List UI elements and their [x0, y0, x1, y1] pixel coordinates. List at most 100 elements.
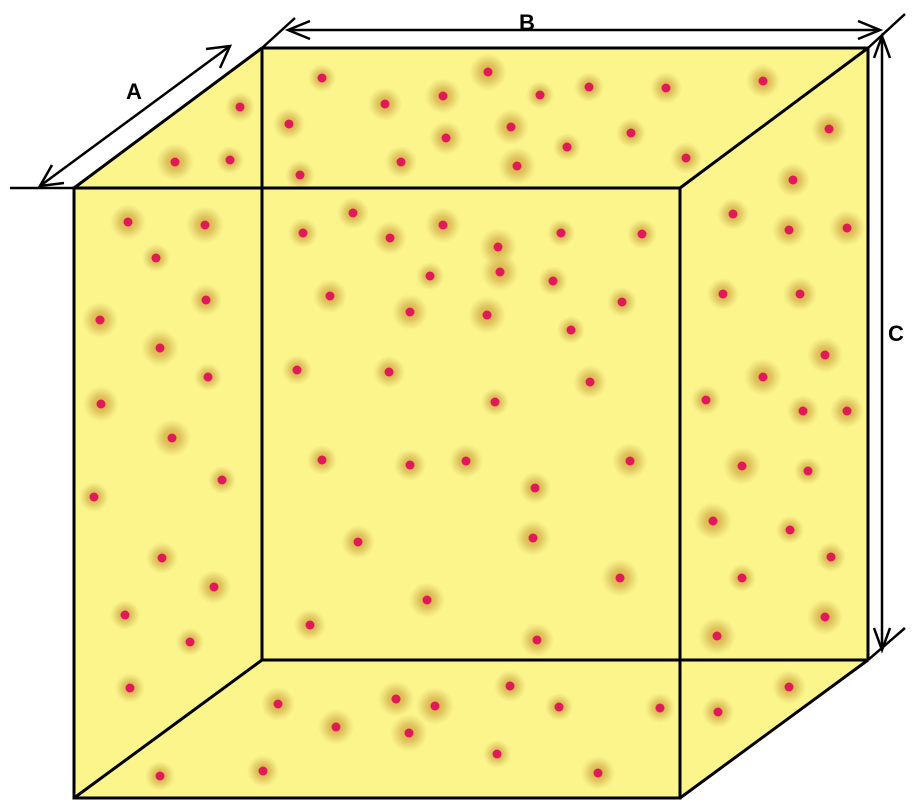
particle — [429, 121, 463, 155]
particle — [368, 87, 402, 121]
particle-core — [156, 772, 165, 781]
particle — [829, 210, 865, 246]
particle-core — [738, 574, 747, 583]
particle-core — [186, 638, 195, 647]
particle-core — [423, 596, 432, 605]
particle — [142, 244, 170, 272]
particle-core — [533, 636, 542, 645]
particle — [783, 277, 817, 311]
particle — [744, 358, 782, 396]
particle-core — [236, 103, 245, 112]
particle-core — [296, 171, 305, 180]
particle-core — [729, 210, 738, 219]
particle-core — [318, 74, 327, 83]
particle-core — [299, 229, 308, 238]
particle-core — [156, 344, 165, 353]
particle — [373, 221, 407, 255]
particle — [538, 266, 568, 296]
particle — [627, 219, 657, 249]
particle — [520, 623, 554, 657]
particle-core — [555, 703, 564, 712]
particle — [313, 279, 347, 313]
particle-core — [804, 467, 813, 476]
particle-core — [439, 221, 448, 230]
particle — [746, 64, 780, 98]
particle-core — [662, 84, 671, 93]
particle-core — [210, 583, 219, 592]
particle — [425, 78, 461, 114]
particle — [390, 714, 428, 752]
particle-core — [168, 434, 177, 443]
particle-core — [493, 750, 502, 759]
particle-core — [226, 156, 235, 165]
particle-core — [406, 308, 415, 317]
particle — [707, 278, 739, 310]
particle — [449, 444, 483, 478]
particle-core — [484, 68, 493, 77]
particle-core — [332, 723, 341, 732]
particle — [216, 146, 244, 174]
dimension-b-extension-left — [262, 18, 295, 48]
particle-core — [557, 229, 566, 238]
particle — [146, 542, 178, 574]
particle-core — [483, 311, 492, 320]
particle — [776, 163, 810, 197]
particle-core — [785, 683, 794, 692]
particle — [385, 146, 417, 178]
particle — [794, 457, 822, 485]
particle — [156, 143, 194, 181]
dimension-b: B — [262, 10, 905, 48]
particle — [308, 64, 336, 92]
particle-core — [158, 554, 167, 563]
particle-core — [293, 366, 302, 375]
particle — [392, 294, 428, 330]
particle — [153, 419, 191, 457]
particle-core — [491, 398, 500, 407]
particle-core — [786, 526, 795, 535]
particle — [581, 756, 615, 790]
particle-core — [204, 373, 213, 382]
particle-core — [549, 277, 558, 286]
particle-core — [171, 158, 180, 167]
particle-core — [656, 704, 665, 713]
particle-core — [285, 120, 294, 129]
particle-core — [713, 632, 722, 641]
particle — [273, 108, 305, 140]
particle — [307, 445, 337, 475]
dimension-c-extension-bottom — [868, 628, 905, 660]
particle-core — [462, 457, 471, 466]
particle-core — [821, 613, 830, 622]
particle-core — [326, 292, 335, 301]
particle — [717, 198, 749, 230]
particle-core — [202, 296, 211, 305]
particle — [601, 559, 639, 597]
particle-core — [397, 158, 406, 167]
particle — [373, 356, 405, 388]
dimension-c-label: C — [888, 321, 904, 346]
particle — [194, 363, 222, 391]
particle-core — [97, 400, 106, 409]
dimension-a-label: A — [126, 79, 142, 104]
particle-core — [494, 243, 503, 252]
particle — [394, 449, 426, 481]
particle-core — [439, 92, 448, 101]
particle — [483, 740, 511, 768]
particle-core — [392, 695, 401, 704]
particle-core — [709, 517, 718, 526]
particle — [574, 72, 604, 102]
particle-core — [825, 125, 834, 134]
particle-core — [843, 407, 852, 416]
particle-core — [594, 769, 603, 778]
particle — [110, 204, 146, 240]
particle — [294, 609, 326, 641]
particle-core — [318, 456, 327, 465]
particle — [787, 395, 819, 427]
particle — [728, 564, 756, 592]
particle — [811, 111, 847, 147]
particle — [318, 709, 354, 745]
particle — [493, 109, 529, 145]
particle-core — [796, 290, 805, 299]
particle-core — [789, 176, 798, 185]
particle — [772, 213, 806, 247]
